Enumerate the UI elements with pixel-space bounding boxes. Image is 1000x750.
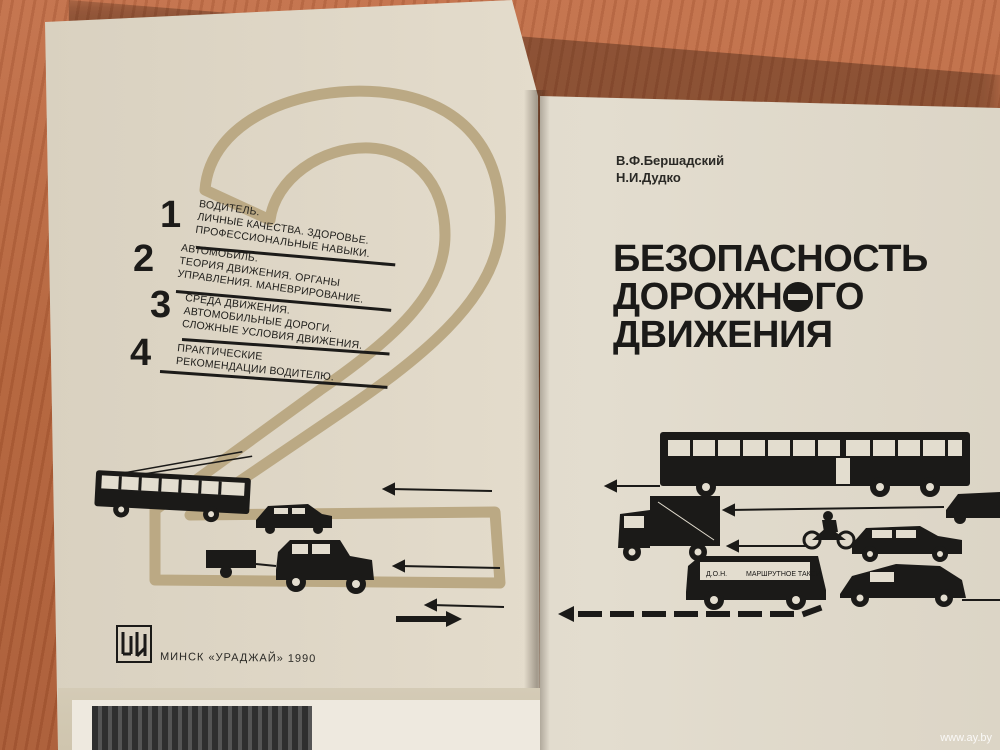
topic-number-2: 2	[133, 238, 155, 280]
sedan-right-icon	[852, 526, 962, 562]
topic-number-3: 3	[150, 284, 172, 326]
authors: В.Ф.Бершадский Н.И.Дудко	[616, 152, 724, 186]
sedan-icon	[256, 504, 332, 534]
book-title: БЕЗОПАСНОСТЬ ДОРОЖН ГО ДВИЖЕНИЯ	[613, 240, 928, 354]
title-line-2: ДОРОЖН ГО	[613, 278, 928, 316]
site-watermark: www.ay.by	[940, 732, 992, 744]
topic-number-1: 1	[160, 194, 182, 236]
minibus-sign-left: Д.О.Н.	[706, 571, 727, 578]
dust-jacket-pattern	[92, 706, 312, 750]
title-line-3: ДВИЖЕНИЯ	[613, 314, 833, 356]
author-2: Н.И.Дудко	[616, 170, 681, 185]
right-page-arrows	[603, 479, 945, 553]
book-gutter	[524, 90, 550, 750]
car-far-right-icon	[946, 492, 1000, 524]
publisher-logo	[116, 625, 152, 663]
suv-with-trailer-icon	[206, 540, 374, 594]
minibus-taxi-icon: Д.О.Н. МАРШРУТНОЕ ТАКСИ	[686, 556, 826, 610]
truck-icon	[618, 496, 720, 561]
coupe-icon	[840, 564, 966, 607]
motorcycle-icon	[802, 511, 856, 550]
bold-arrow-icon	[396, 611, 462, 627]
no-entry-sign-icon	[783, 282, 814, 312]
dashed-lane-arrow-icon	[558, 604, 823, 622]
author-1: В.Ф.Бершадский	[616, 153, 725, 168]
trolleybus-icon	[94, 450, 253, 523]
title-line-1: БЕЗОПАСНОСТЬ	[613, 238, 928, 280]
topic-number-4: 4	[130, 332, 152, 374]
title-line-2-part-2: ГО	[814, 276, 864, 318]
articulated-bus-icon	[660, 432, 970, 497]
minibus-sign-right: МАРШРУТНОЕ ТАКСИ	[746, 571, 821, 578]
title-line-2-part-1: ДОРОЖН	[613, 276, 783, 318]
left-page-arrows	[381, 482, 505, 612]
